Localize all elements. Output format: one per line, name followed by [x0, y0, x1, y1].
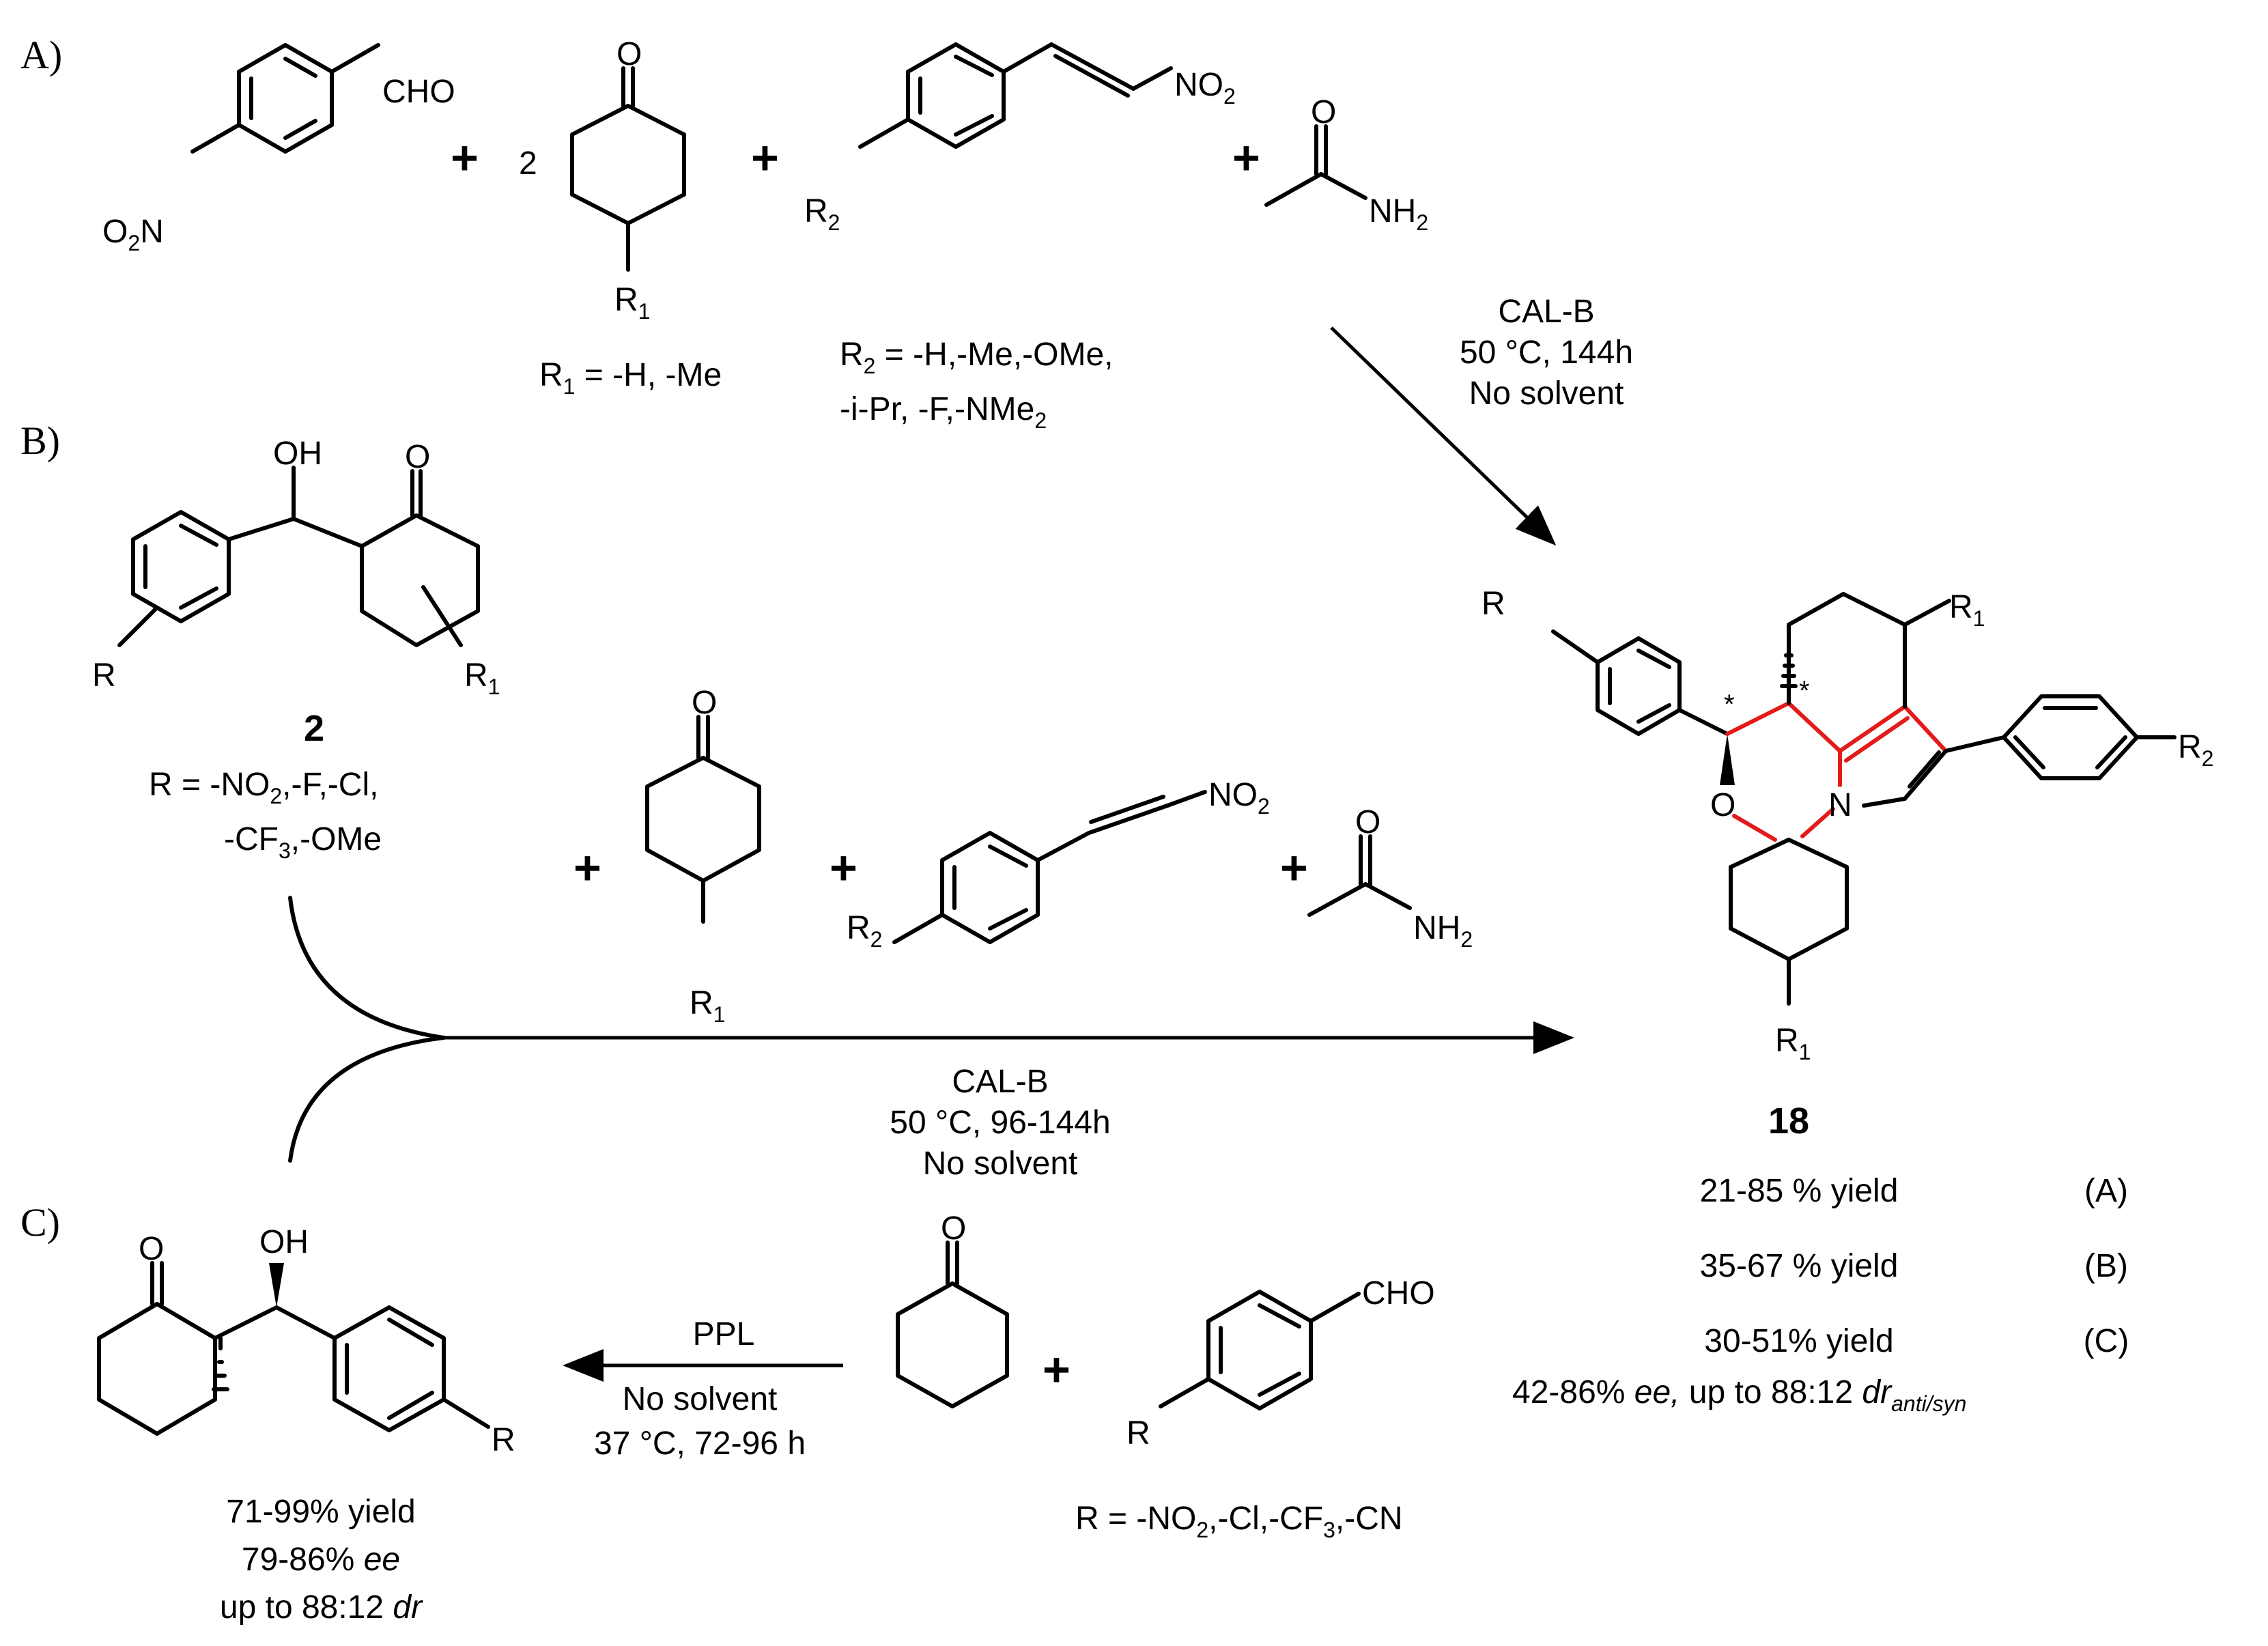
compound-number-2: 2: [304, 708, 324, 749]
benzaldehyde-r-label: R: [1126, 1415, 1150, 1451]
r1-label-b: R1: [690, 985, 725, 1027]
conditions-a-solvent: No solvent: [1469, 375, 1624, 412]
panel-label-b: B): [20, 418, 60, 463]
nitrobenzaldehyde-structure: [190, 43, 380, 154]
cyclohexanone-structure-c: [896, 1240, 1009, 1408]
nitro-label-b: NO2: [1208, 777, 1270, 819]
cyclohexanone-coefficient: 2: [519, 145, 537, 182]
yield-b-label: (B): [2084, 1248, 2128, 1284]
cyclohexanone-oxygen-c: O: [941, 1210, 966, 1247]
curved-feed-line-from-c: [288, 1036, 446, 1163]
product-r-label: R: [1482, 586, 1505, 622]
plus-sign-a3: +: [1232, 131, 1260, 184]
aldol-r1-label: R1: [464, 657, 500, 699]
conditions-c-catalyst: PPL: [693, 1316, 755, 1352]
aldol-product-yield: 71-99% yield: [226, 1494, 416, 1530]
product-r1-label-bottom: R1: [1775, 1023, 1811, 1064]
curved-feed-line-from-2: [288, 896, 446, 1040]
aldol-product-r: R: [492, 1422, 515, 1458]
nitrostyrene-structure-a: [858, 42, 1173, 149]
product-18-structure: [1551, 592, 2177, 1006]
nitrostyrene-structure-b: [892, 790, 1207, 944]
benzaldehyde-structure-c: [1159, 1290, 1361, 1410]
yield-a-label: (A): [2084, 1173, 2128, 1209]
product-oxygen-label: O: [1710, 787, 1735, 823]
nitro-group-label: O2N: [102, 214, 164, 255]
aldol-hydroxyl-label: OH: [273, 436, 322, 472]
plus-sign-a2: +: [751, 131, 779, 184]
conditions-b-solvent: No solvent: [923, 1146, 1078, 1182]
benzaldehyde-cho-label: CHO: [1362, 1275, 1435, 1311]
panel-label-a: A): [20, 33, 62, 77]
r2-substituents-line1: R2 = -H,-Me,-OMe,: [840, 337, 1114, 378]
cyclohexanone-oxygen-b: O: [692, 685, 717, 721]
benzaldehyde-substituents: R = -NO2,-Cl,-CF3,-CN: [1075, 1501, 1403, 1542]
acetamide-structure-a: [1264, 124, 1367, 207]
product-r2-label: R2: [2178, 729, 2213, 771]
stereocenter-star-1: *: [1724, 690, 1735, 720]
compound-number-18: 18: [1768, 1101, 1809, 1141]
acetamide-structure-b: [1307, 834, 1412, 917]
reaction-arrow-a: [1330, 326, 1557, 546]
yield-c: 30-51% yield: [1704, 1323, 1894, 1359]
r2-substituents-line2: -i-Pr, -F,-NMe2: [840, 391, 1047, 433]
aldol-product-oxygen: O: [139, 1231, 164, 1267]
r1-label-a: R1: [614, 282, 650, 324]
conditions-a-catalyst: CAL-B: [1498, 294, 1594, 330]
r1-substituents-a: R1 = -H, -Me: [539, 357, 722, 399]
plus-sign-a1: +: [451, 131, 479, 184]
cyclohexanone-oxygen-a: O: [616, 36, 642, 72]
stereocenter-star-2: *: [1799, 676, 1810, 706]
conditions-b-temperature: 50 °C, 96-144h: [890, 1105, 1110, 1141]
amide-nh2-label-a: NH2: [1369, 193, 1428, 235]
selectivity-summary: 42-86% ee, up to 88:12 dranti/syn: [1512, 1374, 1966, 1416]
conditions-c-solvent: No solvent: [623, 1381, 778, 1417]
panel-label-c: C): [20, 1200, 60, 1245]
conditions-c-temperature: 37 °C, 72-96 h: [594, 1425, 806, 1462]
conditions-b-catalyst: CAL-B: [952, 1064, 1048, 1100]
plus-sign-c: +: [1043, 1343, 1071, 1396]
acetamide-oxygen-a: O: [1311, 94, 1336, 130]
nitro-label-a: NO2: [1174, 67, 1236, 109]
cyclohexanone-structure-b: [645, 715, 761, 924]
plus-sign-b2: +: [830, 841, 857, 894]
yield-b: 35-67 % yield: [1700, 1248, 1899, 1284]
aldol-product-ee: 79-86% ee: [242, 1542, 400, 1578]
cyclohexanone-structure-a: [570, 66, 686, 272]
aldehyde-cho-label: CHO: [382, 74, 455, 110]
yield-a: 21-85 % yield: [1700, 1173, 1899, 1209]
amide-nh2-label-b: NH2: [1413, 910, 1473, 952]
aldol-product-dr: up to 88:12 dr: [220, 1589, 423, 1626]
product-nitrogen-label: N: [1828, 787, 1852, 823]
aldol-product-hydroxyl: OH: [259, 1224, 309, 1260]
product-r1-label-top: R1: [1949, 589, 1985, 631]
r2-label-a: R2: [804, 193, 840, 235]
plus-sign-b1: +: [573, 841, 601, 894]
r2-label-b: R2: [847, 910, 882, 952]
aldol-r-label: R: [92, 657, 116, 694]
aldol-compound-structure: [117, 466, 480, 647]
aldol-ketone-oxygen: O: [405, 439, 430, 475]
yield-c-label: (C): [2084, 1323, 2129, 1359]
plus-sign-b3: +: [1280, 841, 1308, 894]
aldol-product-structure: [97, 1261, 490, 1436]
conditions-a-temperature: 50 °C, 144h: [1460, 335, 1633, 371]
acetamide-oxygen-b: O: [1355, 804, 1380, 840]
aldol-substituents-line2: -CF3,-OMe: [224, 821, 382, 863]
aldol-substituents-line1: R = -NO2,-F,-Cl,: [149, 767, 378, 808]
